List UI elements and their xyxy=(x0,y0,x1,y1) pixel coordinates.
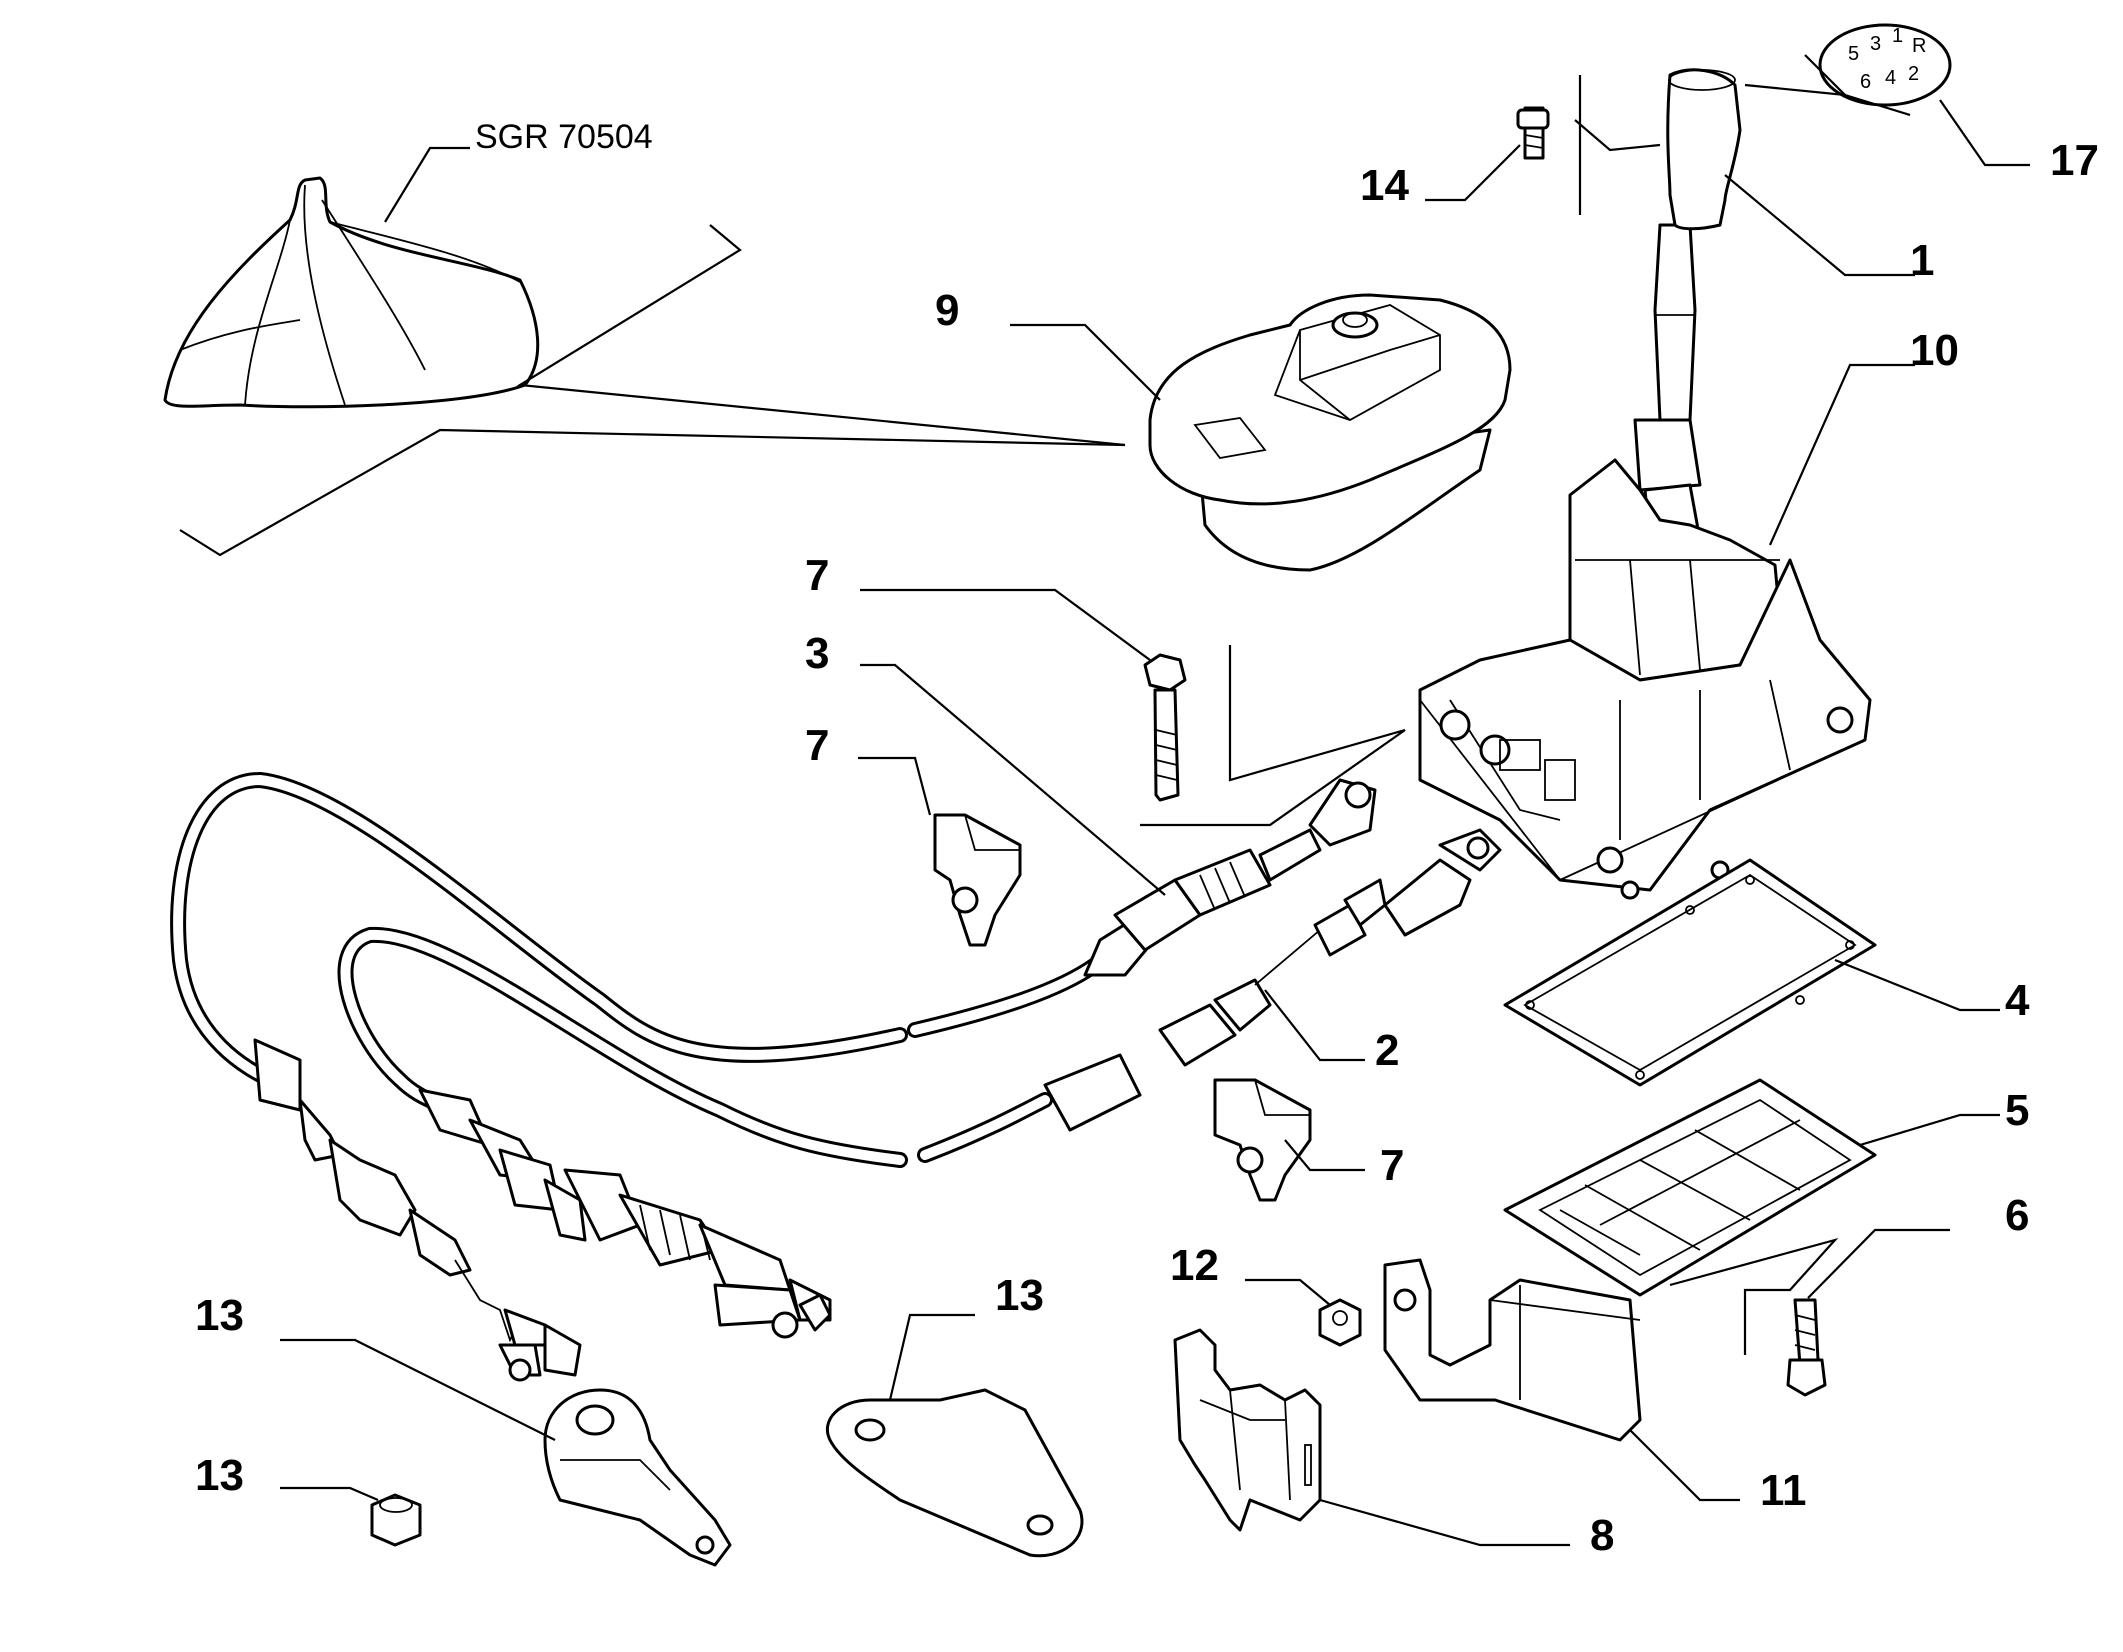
callout-15: 13 xyxy=(995,1271,1044,1320)
knob-assembly-guide xyxy=(1574,119,1661,152)
shift-glyph: R xyxy=(1912,35,1926,57)
shift-pattern-label: 5 3 1 R 6 4 2 xyxy=(1818,23,1952,107)
callout-8: 7 xyxy=(805,551,829,600)
boot-leader xyxy=(384,146,470,223)
shift-glyph: 4 xyxy=(1885,67,1896,89)
leader-10 xyxy=(1010,323,1161,401)
leader-13-lower xyxy=(280,1486,379,1502)
leader-4 xyxy=(1834,958,2000,1012)
leader-16 xyxy=(1425,144,1521,202)
callout-17: 17 xyxy=(2050,136,2099,185)
reference-code: SGR 70504 xyxy=(475,118,653,156)
leader-9 xyxy=(1319,1498,1570,1547)
callout-13-upper: 12 xyxy=(1170,1241,1219,1290)
callout-6: 6 xyxy=(2005,1191,2029,1240)
callout-13-lower: 13 xyxy=(195,1451,244,1500)
callout-1: 1 xyxy=(1910,236,1934,285)
cable-clip-upper xyxy=(933,813,1022,947)
lever-arm xyxy=(543,1388,732,1567)
callout-4: 4 xyxy=(2005,976,2030,1025)
shift-glyph: 5 xyxy=(1848,43,1859,65)
leader-17 xyxy=(1939,99,2030,167)
leader-7-lower xyxy=(1284,1139,1365,1172)
leader-12 xyxy=(1629,1429,1740,1502)
shift-glyph: 3 xyxy=(1870,33,1881,55)
gear-knob xyxy=(1666,68,1742,231)
callout-14: 13 xyxy=(195,1291,244,1340)
boot-assembly-guide xyxy=(516,224,1126,447)
leader-7-upper xyxy=(858,756,932,816)
callout-5: 5 xyxy=(2005,1086,2029,1135)
leader-13-upper xyxy=(1245,1278,1331,1306)
mounting-bracket xyxy=(1383,1258,1642,1442)
flange-bolt xyxy=(1143,653,1187,802)
leader-2 xyxy=(1264,989,1365,1062)
leader-3 xyxy=(860,663,1166,896)
callout-16: 14 xyxy=(1360,161,1409,210)
shift-glyph: 6 xyxy=(1860,71,1871,93)
base-plate xyxy=(1503,1078,1877,1297)
gear-lever-boot xyxy=(163,176,540,409)
callout-2: 2 xyxy=(1375,1026,1399,1075)
hex-nut-lower xyxy=(370,1493,422,1547)
callout-11: 10 xyxy=(1910,326,1959,375)
cable-support-bracket xyxy=(1173,1328,1322,1532)
housing-bolt-guide xyxy=(1228,645,1406,782)
shift-glyph: 1 xyxy=(1892,25,1903,47)
leader-8 xyxy=(860,588,1151,661)
selector-cable-3 xyxy=(170,771,1377,1382)
leader-14 xyxy=(280,1338,556,1441)
small-screw xyxy=(1516,106,1550,160)
leader-5 xyxy=(1859,1113,2000,1147)
hex-nut-upper xyxy=(1318,1298,1362,1347)
leader-15 xyxy=(888,1313,975,1401)
gear-selector-housing xyxy=(1418,223,1872,900)
cable-clip-lower xyxy=(1213,1078,1312,1202)
leader-11 xyxy=(1768,363,1915,546)
boot-assembly-guide xyxy=(179,428,1126,557)
console-cover xyxy=(1148,293,1512,572)
callout-7-upper: 7 xyxy=(805,721,829,770)
callout-3: 3 xyxy=(805,629,829,678)
hex-bolt xyxy=(1786,1298,1827,1397)
shift-glyph: 2 xyxy=(1908,63,1919,85)
leader-1 xyxy=(1724,174,1915,277)
base-gasket xyxy=(1503,858,1877,1087)
housing-bolt-guide xyxy=(1140,729,1406,827)
callout-7-lower: 7 xyxy=(1380,1141,1404,1190)
leader-6 xyxy=(1807,1228,1950,1299)
flat-plate xyxy=(826,1388,1084,1558)
callout-10: 9 xyxy=(935,286,959,335)
label-guide xyxy=(1844,93,1911,117)
callout-12: 11 xyxy=(1760,1466,1807,1515)
plate-bolt-guide xyxy=(1669,1237,1839,1355)
shift-cable-2 xyxy=(337,828,1502,1339)
callout-9: 8 xyxy=(1590,1511,1614,1560)
